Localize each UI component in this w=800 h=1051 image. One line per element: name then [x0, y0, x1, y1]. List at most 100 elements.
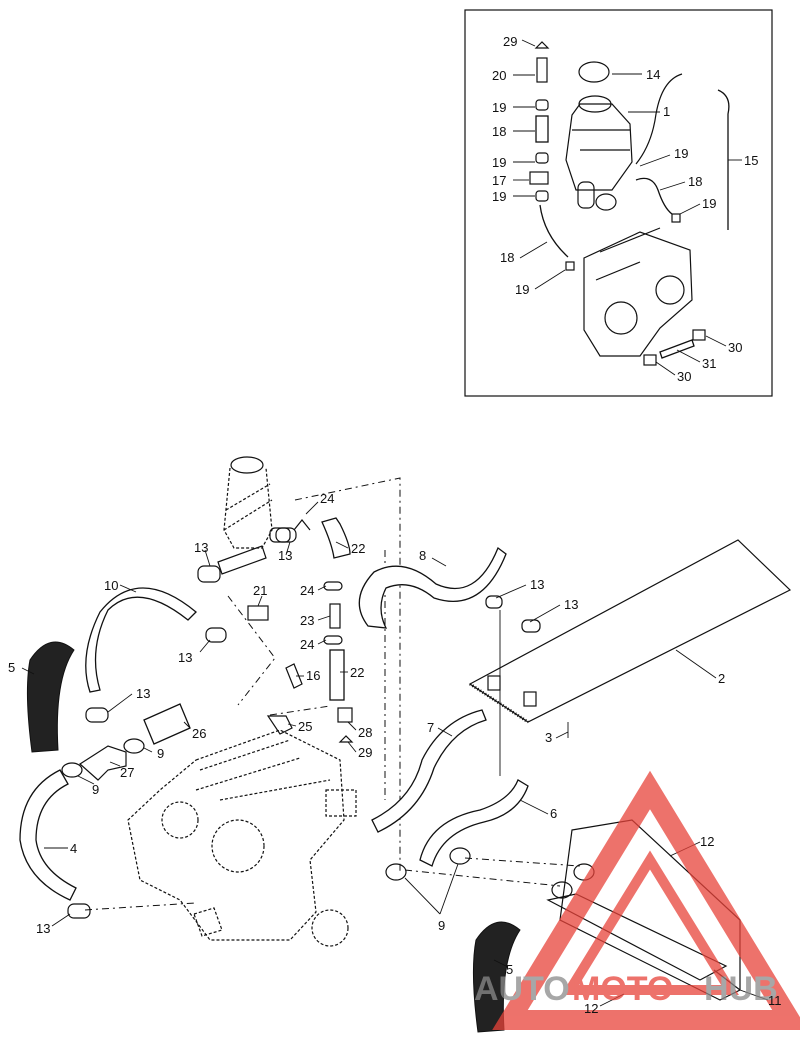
tee-17: [529, 171, 549, 185]
callout-c31: 31: [702, 356, 716, 371]
inset-fitting-stack: [529, 41, 550, 202]
engine-block: [127, 729, 357, 947]
callout-c15: 15: [744, 153, 758, 168]
callout-c9c: 9: [438, 918, 445, 933]
callout-c23: 23: [300, 613, 314, 628]
callout-c6: 6: [550, 806, 557, 821]
hose-4: [19, 769, 77, 901]
clip-24-a: [293, 519, 311, 531]
callout-c24c: 24: [300, 637, 314, 652]
clamp-13-d: [85, 707, 109, 723]
inset-leaders: [513, 39, 742, 376]
cap-14: [578, 61, 610, 83]
nipple-20: [536, 57, 548, 83]
radiator-2: [468, 539, 792, 723]
assembly-line-g: [464, 857, 581, 867]
clip-29-inset: [534, 41, 550, 49]
clamp-30-b: [643, 354, 657, 366]
callout-c5a: 5: [8, 660, 15, 675]
clamp-19-a: [535, 99, 549, 111]
callout-c22b: 22: [350, 665, 364, 680]
watermark-inner-triangle: [561, 850, 739, 995]
callout-c11: 11: [768, 993, 782, 1008]
hose-18-a: [535, 115, 549, 143]
ring-9-c: [385, 863, 407, 881]
overflow-hose-15: [717, 89, 730, 230]
clip-29-main: [338, 735, 354, 743]
hose-22-upper: [321, 517, 351, 559]
callout-c10: 10: [104, 578, 118, 593]
callout-c26: 26: [192, 726, 206, 741]
ring-9-a: [123, 738, 145, 754]
hose-8: [358, 546, 507, 629]
clip-24-b: [323, 581, 343, 591]
callout-c30b: 30: [677, 369, 691, 384]
clamp-13-e: [485, 595, 503, 609]
callout-c30a: 30: [728, 340, 742, 355]
callout-c25: 25: [298, 719, 312, 734]
clamp-19-d: [565, 261, 575, 271]
callout-c13e: 13: [178, 650, 192, 665]
callout-c12a: 12: [700, 834, 714, 849]
callout-c9a: 9: [157, 746, 164, 761]
assembly-line-d: [269, 705, 331, 716]
callout-c13g: 13: [36, 921, 50, 936]
corrugated-hose-5-left: [26, 641, 75, 753]
callout-c12b: 12: [584, 1001, 598, 1016]
callout-c5b: 5: [506, 962, 513, 977]
clamp-19-e: [671, 213, 681, 223]
callout-c13c: 13: [530, 577, 544, 592]
clamp-13-g: [67, 903, 91, 919]
callout-c22a: 22: [351, 541, 365, 556]
watermark-text-auto: AUTO: [474, 970, 570, 1008]
clamp-13-a: [197, 565, 221, 583]
ring-9-b: [61, 762, 83, 778]
clamp-13-f: [521, 619, 541, 633]
callout-c13f: 13: [136, 686, 150, 701]
assembly-line-e: [84, 902, 196, 911]
callout-c19e: 19: [702, 196, 716, 211]
callout-c19f: 19: [515, 282, 529, 297]
ring-9-d: [449, 847, 471, 865]
corrugated-hose-5-right: [472, 921, 521, 1033]
callout-c2: 2: [718, 671, 725, 686]
callout-c17: 17: [492, 173, 506, 188]
callout-c24b: 24: [300, 583, 314, 598]
inset-engine: [583, 227, 693, 357]
callout-c3: 3: [545, 730, 552, 745]
hose-31: [659, 339, 695, 359]
watermark-text-moto: MOTO: [572, 970, 673, 1008]
inset-frame: [464, 9, 773, 397]
hose-10: [85, 587, 197, 693]
callout-c24a: 24: [320, 491, 334, 506]
clamp-13-b: [275, 527, 297, 543]
watermark-text-hub: HUB: [704, 970, 778, 1008]
callout-c16: 16: [306, 668, 320, 683]
callout-c4: 4: [70, 841, 77, 856]
radiator-edge: [469, 682, 529, 724]
callout-c14: 14: [646, 67, 660, 82]
clamp-13-c: [205, 627, 227, 643]
callout-c19d: 19: [492, 189, 506, 204]
hose-18-b: [635, 177, 673, 215]
callout-c13b: 13: [278, 548, 292, 563]
callout-c13a: 13: [194, 540, 208, 555]
callout-c20: 20: [492, 68, 506, 83]
tie-16: [285, 663, 303, 689]
callout-c1: 1: [663, 104, 670, 119]
callout-c29a: 29: [503, 34, 517, 49]
hose-7: [371, 709, 487, 833]
callout-c19b: 19: [492, 155, 506, 170]
assembly-line-f: [404, 869, 561, 887]
hose-6: [419, 779, 529, 867]
callout-c18a: 18: [492, 124, 506, 139]
callout-c7: 7: [427, 720, 434, 735]
clip-24-c: [323, 635, 343, 645]
callout-c28: 28: [358, 725, 372, 740]
vent-line: [635, 73, 683, 165]
callout-c21: 21: [253, 583, 267, 598]
callout-c27: 27: [120, 765, 134, 780]
clamp-19-b: [535, 152, 549, 164]
